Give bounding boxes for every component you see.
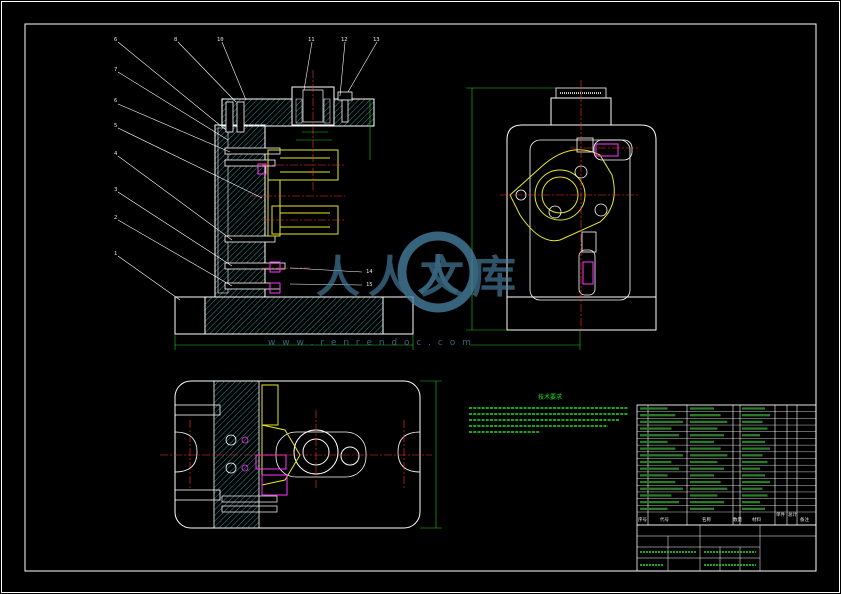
- bom-header-cell: 数量: [733, 516, 742, 523]
- side-view: [466, 80, 657, 350]
- bom-cell-text: [640, 434, 680, 437]
- bom-header-cell: 备注: [800, 516, 809, 523]
- inner-frame: [24, 23, 817, 572]
- balloon-label: 13: [373, 37, 380, 43]
- bom-cell-text: [742, 447, 770, 450]
- balloon-label: 12: [341, 37, 348, 43]
- balloon-label: 4: [114, 151, 118, 157]
- bom-cell-text: [690, 460, 718, 464]
- bom-cell-text: [742, 414, 770, 417]
- bom-cell-text: [690, 407, 714, 410]
- bom-header-cell: 序号: [638, 516, 647, 523]
- notes-title: 技术要求: [538, 393, 562, 401]
- balloon-label: 1: [114, 251, 117, 257]
- bom-cell-text: [690, 454, 728, 457]
- bom-header: 序号 代号 名称 数量 材料 单件 总计 备注: [638, 511, 809, 523]
- front-view: 6 8 10 11 12 13 7 6 5 4 3 2 1 14 15: [114, 37, 414, 350]
- bom-cell-text: [640, 440, 668, 444]
- bom-cell-text: [742, 500, 760, 504]
- bom-cell-text: [690, 480, 721, 484]
- balloon-label: 8: [174, 37, 177, 43]
- workpiece: [267, 149, 339, 237]
- bom-header-cell: 材料: [752, 516, 761, 523]
- bom-cell-text: [690, 440, 714, 444]
- bom-cell-text: [690, 447, 721, 450]
- balloon-label: 2: [114, 215, 117, 221]
- bom-cell-text: [742, 440, 765, 444]
- watermark: 人 人人文库 w w w . r e n r e n d o c . c o m: [268, 231, 524, 348]
- bom-cell-text: [640, 494, 672, 497]
- bom-header-cell: 单件: [776, 511, 785, 518]
- bom-cell-text: [690, 414, 721, 417]
- bom-cell-text: [742, 467, 760, 470]
- bom-cell-text: [640, 474, 668, 477]
- bom-cell-text: [690, 434, 724, 437]
- bom-cell-text: [742, 460, 768, 464]
- top-base: [174, 380, 421, 529]
- top-view: [160, 380, 442, 529]
- bom-cell-text: [640, 500, 680, 504]
- balloon-label: 11: [308, 37, 315, 43]
- technical-notes: 技术要求: [469, 393, 628, 433]
- watermark-logo-ring: [397, 231, 479, 313]
- balloon-label: 5: [114, 123, 117, 129]
- bom-cell-text: [742, 420, 763, 424]
- balloon-label: 6: [114, 98, 117, 104]
- bom-cell-text: [640, 487, 683, 490]
- bom-cell-text: [742, 487, 763, 490]
- bom-cell-text: [640, 454, 683, 457]
- bom-cell-text: [690, 487, 728, 490]
- bom-cell-text: [640, 480, 676, 484]
- watermark-logo-glyph: 人: [417, 251, 459, 300]
- bom-cell-text: [690, 494, 718, 497]
- balloon-label: 6: [114, 37, 117, 43]
- bom-cell-text: [690, 420, 728, 424]
- bom-cell-text: [742, 507, 765, 510]
- bom-cell-text: [640, 447, 676, 450]
- bom-cell-text: [690, 500, 724, 504]
- bom-cell-text: [640, 414, 676, 417]
- bom-header-cell: 代号: [660, 516, 669, 523]
- bom-cell-text: [640, 427, 672, 430]
- side-body: [506, 124, 657, 331]
- balloon-label: 7: [114, 67, 117, 73]
- bom-cell-text: [742, 454, 763, 457]
- bom-cell-text: [640, 420, 683, 424]
- bom-cell-text: [742, 434, 760, 437]
- balloon-label: 14: [366, 269, 373, 275]
- bom-cell-text: [690, 507, 714, 510]
- bom-header-cell: 总计: [788, 511, 797, 518]
- bom-cell-text: [640, 507, 668, 510]
- balloon-label: 3: [114, 187, 117, 193]
- balloon-labels: 6 8 10 11 12 13 7 6 5 4 3 2 1 14 15: [114, 37, 380, 288]
- watermark-text: 人人文库: [316, 252, 524, 303]
- bom-cell-text: [742, 480, 770, 484]
- bom-table: 序号 代号 名称 数量 材料 单件 总计 备注: [636, 404, 817, 526]
- base-plate: [174, 296, 414, 335]
- bom-cell-text: [640, 460, 672, 464]
- bom-cell-text: [640, 467, 680, 470]
- bom-cell-text: [690, 474, 714, 477]
- bom-cell-text: [690, 427, 718, 430]
- bolts: [224, 147, 286, 290]
- bom-header-cell: 名称: [702, 516, 711, 523]
- bom-cell-text: [690, 467, 724, 470]
- bom-cell-text: [742, 494, 768, 497]
- balloon-label: 10: [217, 37, 224, 43]
- bom-cell-text: [742, 407, 765, 410]
- watermark-url: w w w . r e n r e n d o c . c o m: [268, 338, 473, 348]
- bom-cell-text: [742, 474, 765, 477]
- bom-cell-text: [742, 427, 768, 430]
- bom-cell-text: [640, 407, 668, 410]
- title-block: [636, 524, 817, 572]
- balloon-label: 15: [366, 282, 373, 288]
